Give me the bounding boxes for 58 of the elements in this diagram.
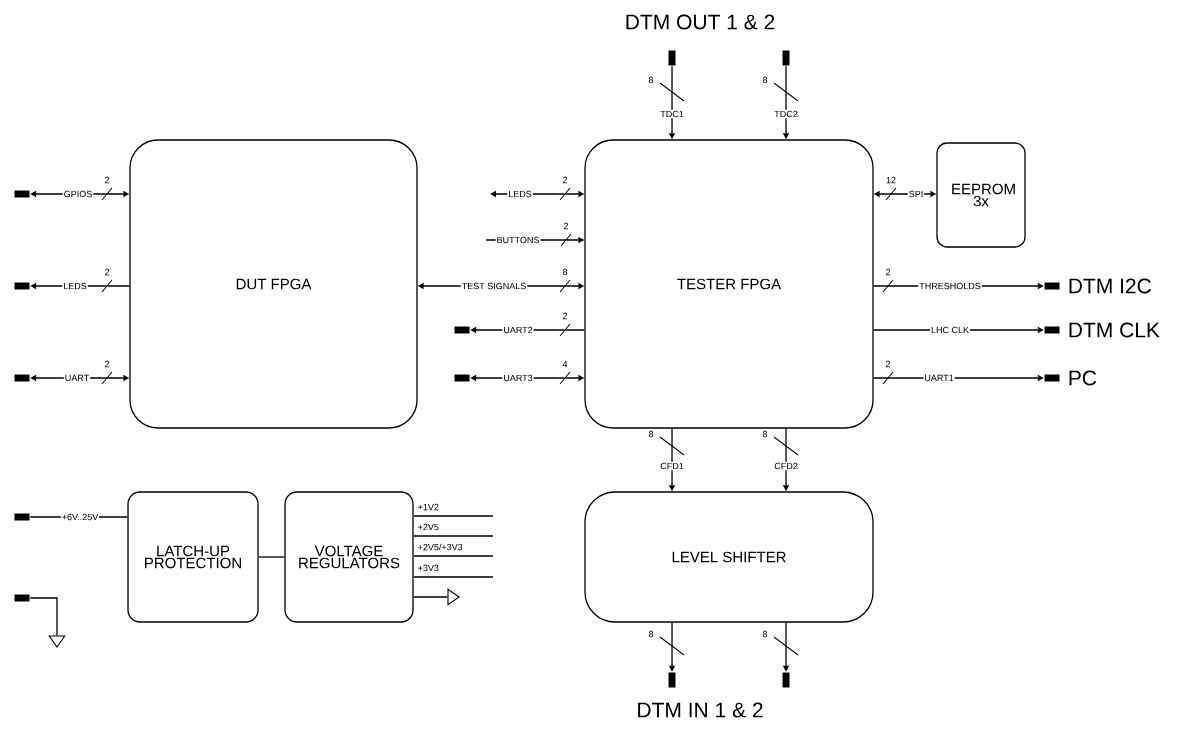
edge-label: TEST SIGNALS [460, 281, 528, 291]
wire [258, 556, 285, 558]
block-box: LEVEL SHIFTER [584, 491, 874, 623]
wire [29, 597, 58, 637]
wire [413, 576, 494, 578]
bus-width: 12 [886, 176, 896, 184]
port-label: DTM OUT 1 & 2 [626, 14, 775, 30]
bus-width: 2 [104, 360, 110, 368]
edge-label: +2V5/+3V3 [418, 543, 463, 551]
ground-symbol [48, 635, 66, 648]
edge-label: +2V5 [418, 523, 439, 531]
wire [413, 515, 494, 517]
edge-label: SPI [907, 189, 925, 199]
port-label: DTM IN 1 & 2 [638, 702, 763, 718]
edge-label: BUTTONS [495, 235, 541, 245]
block-box: DUT FPGA [129, 139, 418, 429]
block-box: EEPROM 3x [936, 142, 1026, 248]
bus-width: 8 [562, 268, 568, 276]
bus-width: 4 [562, 360, 568, 368]
edge-label: UART1 [923, 373, 955, 383]
edge-label: LHC CLK [930, 325, 970, 335]
connector-pin [668, 50, 676, 66]
edge-label: CFD2 [773, 461, 799, 471]
edge-label: GPIOS [62, 189, 94, 199]
bus-width: 8 [648, 76, 654, 84]
bus-width: 2 [562, 312, 568, 320]
edge-label: UART3 [502, 373, 534, 383]
wire [413, 535, 494, 537]
edge-label: CFD1 [659, 461, 685, 471]
edge-label: TDC1 [659, 109, 685, 119]
block-box: LATCH-UP PROTECTION [127, 491, 259, 623]
connector-label: DTM I2C [1069, 278, 1151, 294]
edge-label: THRESHOLDS [918, 281, 982, 291]
bus-width: 2 [885, 268, 891, 276]
edge-label: +6V..25V [60, 512, 100, 522]
connector-pin [782, 50, 790, 66]
edge-label: +3V3 [418, 564, 439, 572]
edge-label: UART2 [502, 325, 534, 335]
wire [413, 555, 494, 557]
block-box: VOLTAGE REGULATORS [284, 491, 414, 623]
ground-symbol [447, 588, 460, 606]
edge-label: UART [63, 373, 91, 383]
bus-width: 8 [762, 76, 768, 84]
connector-pin [14, 594, 30, 602]
bus-width: 2 [562, 176, 568, 184]
edge-label: LEDS [62, 281, 88, 291]
bus-width: 2 [104, 268, 110, 276]
bus-width: 2 [563, 222, 569, 230]
edge-label: TDC2 [773, 109, 799, 119]
connector-label: PC [1069, 370, 1097, 386]
wire [413, 596, 449, 598]
bus-width: 2 [885, 360, 891, 368]
connector-pin [14, 513, 30, 521]
connector-label: DTM CLK [1069, 322, 1160, 338]
edge-label: +1V2 [418, 503, 439, 511]
edge-label: LEDS [507, 189, 533, 199]
bus-width: 2 [104, 176, 110, 184]
block-box: TESTER FPGA [584, 139, 874, 429]
